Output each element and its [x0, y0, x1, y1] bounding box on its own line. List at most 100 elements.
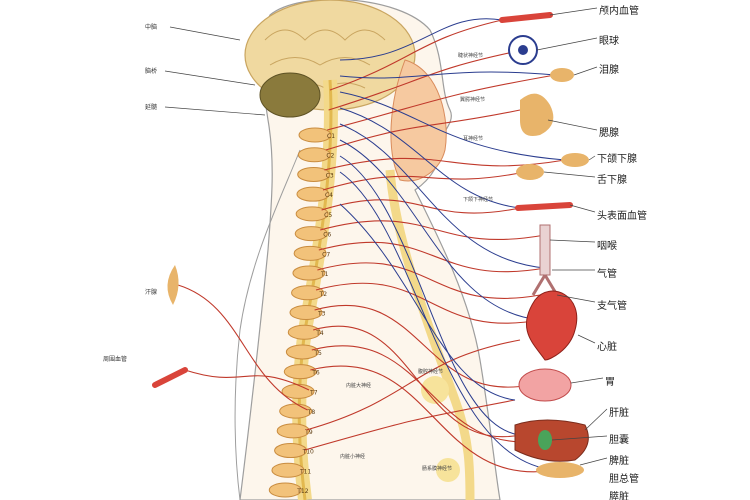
label-pons: 脑桥	[145, 68, 158, 75]
label-parotid-gland: 腮腺	[599, 128, 619, 139]
label-lacrimal-gland: 泪腺	[599, 65, 619, 76]
label-lesser-splanchnic: 内脏小神经	[340, 454, 366, 460]
vertebra-label: C6	[323, 232, 331, 239]
leader-line	[536, 37, 598, 51]
parasympathetic-fiber	[339, 18, 503, 61]
label-liver: 肝脏	[609, 408, 629, 419]
leader-line	[549, 7, 598, 16]
vertebra	[294, 226, 328, 242]
label-peripheral-vessels: 周围血管	[103, 356, 128, 363]
sweat-gland	[167, 265, 179, 305]
sympathetic-fiber	[184, 369, 310, 391]
sympathetic-fiber	[328, 49, 524, 111]
gallbladder	[538, 430, 552, 450]
vertebra-label: C2	[326, 153, 334, 160]
label-sublingual-gland: 舌下腺	[597, 175, 627, 186]
ganglion-mesenteric	[436, 458, 460, 482]
vertebra	[287, 324, 321, 340]
leader-line	[164, 106, 266, 116]
sympathetic-fiber	[314, 304, 531, 388]
vertebra	[283, 364, 317, 380]
leader-line	[573, 66, 598, 76]
parasympathetic-fiber	[339, 107, 521, 209]
label-common-bile-duct: 胆总管	[609, 474, 639, 485]
label-bronchi: 支气管	[597, 301, 627, 312]
sympathetic-fiber	[322, 171, 526, 191]
vertebra-label: T9	[304, 429, 313, 436]
stomach-icon	[518, 368, 572, 402]
blood-vessel-icon	[499, 12, 553, 23]
label-trachea: 气管	[597, 269, 617, 280]
vertebra-label: T3	[317, 311, 326, 318]
vertebra-label: C5	[324, 212, 332, 219]
vertebra-label: T10	[302, 449, 314, 456]
label-gallbladder: 胆囊	[609, 435, 629, 446]
parasympathetic-fiber	[339, 123, 546, 269]
vertebra	[274, 443, 308, 459]
label-heart: 心脏	[597, 342, 617, 353]
vertebra	[292, 265, 326, 281]
leader-line	[570, 377, 604, 384]
vertebra-label: T5	[313, 350, 322, 357]
leader-line	[579, 457, 608, 466]
sympathetic-trunk	[385, 169, 475, 500]
vertebra	[281, 383, 315, 399]
leader-line	[556, 294, 596, 303]
sympathetic-fiber	[318, 241, 546, 273]
sympathetic-fiber	[321, 199, 521, 214]
parasympathetic-fiber	[339, 155, 521, 436]
sublingual-gland	[516, 164, 544, 180]
vertebra-label: C7	[322, 251, 330, 258]
leader-line	[588, 155, 596, 161]
vertebra	[297, 147, 331, 163]
vertebra-label: T6	[311, 370, 320, 377]
vertebra	[276, 423, 310, 439]
vertebra-label: T1	[320, 271, 329, 278]
leader-line	[543, 171, 596, 178]
label-submandibular-gland: 下颌下腺	[597, 154, 637, 165]
label-stomach: 胃	[605, 377, 615, 388]
sympathetic-fiber	[327, 74, 556, 131]
label-mesenteric-ganglion: 肠系膜神经节	[422, 466, 453, 472]
vertebra	[289, 305, 323, 320]
gland-icon	[550, 68, 574, 82]
sympathetic-fiber	[317, 262, 541, 299]
vertebra-label: C1	[327, 133, 335, 140]
label-greater-splanchnic: 内脏大神经	[346, 383, 372, 389]
vertebra	[298, 127, 332, 143]
pancreas	[536, 462, 584, 478]
ganglion-celiac	[421, 376, 449, 404]
label-pancreas: 膵脏	[609, 492, 629, 500]
vertebral-column: C1C2C3C4C5C6C7T1T2T3T4T5T6T7T8T9T10T11T1…	[268, 127, 335, 498]
vertebra	[295, 206, 329, 222]
label-sweat-gland: 汗腺	[145, 289, 158, 296]
label-leader-lines	[164, 7, 608, 466]
leader-line	[549, 239, 596, 243]
vertebra	[293, 245, 327, 261]
sympathetic-fiber	[329, 19, 503, 91]
label-spleen: 脾脏	[609, 456, 629, 467]
vertebra-label: C4	[325, 192, 333, 199]
sympathetic-fiber	[311, 345, 546, 443]
heart-icon	[525, 290, 578, 361]
sympathetic-fiber	[315, 282, 541, 324]
vertebra-label: T8	[307, 409, 316, 416]
vertebra-label: C3	[326, 172, 334, 179]
parasympathetic-fiber	[339, 71, 556, 79]
label-throat: 咽喉	[597, 241, 617, 252]
vertebra-label: T11	[299, 468, 311, 475]
vertebra	[285, 344, 319, 360]
nerve-fibers	[177, 18, 566, 473]
leader-line	[169, 26, 241, 41]
label-submandibular-ganglion: 下颌下神经节	[463, 197, 494, 203]
vertebra	[271, 462, 305, 478]
leader-line	[547, 119, 598, 131]
parasympathetic-fiber	[339, 171, 556, 471]
sympathetic-fiber	[304, 399, 516, 451]
vertebra	[296, 186, 330, 202]
label-otic-ganglion: 耳神经节	[463, 136, 484, 142]
head-surface-vessel	[515, 202, 573, 211]
back-outline	[234, 149, 301, 500]
vertebra-label: T2	[319, 291, 328, 298]
